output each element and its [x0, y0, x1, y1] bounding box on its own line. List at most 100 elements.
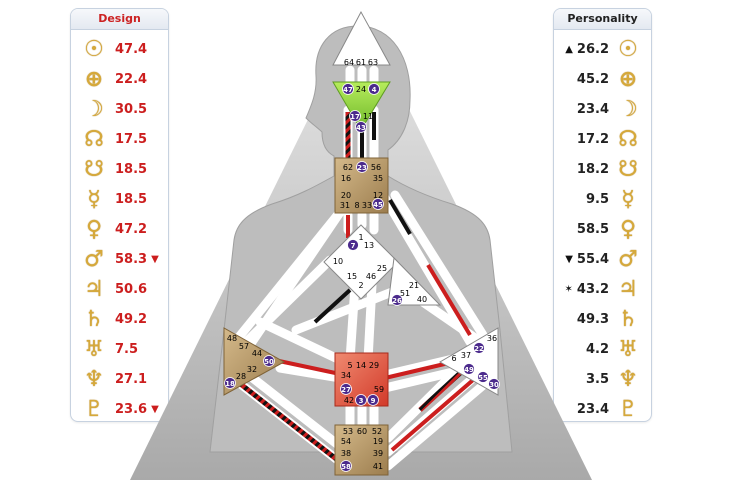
- personality-value: 17.2: [576, 131, 609, 147]
- personality-row: 49.3♄: [554, 304, 651, 334]
- venus-icon: ♀: [619, 216, 637, 242]
- gate-highlight: [368, 83, 380, 95]
- gate-4: 4: [372, 86, 377, 94]
- gate-26: 26: [392, 297, 402, 305]
- design-value: 58.3: [115, 251, 148, 267]
- personality-row: 4.2♅: [554, 334, 651, 364]
- personality-value: 43.2: [576, 281, 609, 297]
- personality-row: 3.5 ♆: [554, 364, 651, 394]
- design-value: 47.2: [115, 221, 148, 237]
- personality-marker: ✶: [564, 283, 573, 295]
- personality-row: 45.2⊕: [554, 64, 651, 94]
- personality-row: 23.4☽: [554, 94, 651, 124]
- pluto-icon: ♇: [618, 396, 638, 422]
- gate-highlight: [391, 294, 403, 306]
- gate-5: 5: [347, 361, 352, 370]
- design-value: 50.6: [115, 281, 148, 297]
- gate-2: 2: [358, 281, 363, 290]
- personality-value: 49.3: [576, 311, 609, 327]
- root-center: [334, 424, 389, 476]
- g-center: [323, 224, 399, 300]
- gate-24: 24: [356, 85, 366, 94]
- personality-marker: ▲: [565, 43, 573, 55]
- personality-value: 23.4: [576, 401, 609, 417]
- mars-icon: ♂: [84, 246, 104, 272]
- uranus-icon: ♅: [84, 336, 104, 362]
- gate-highlight: [263, 355, 275, 367]
- gate-3: 3: [359, 397, 364, 405]
- gate-32: 32: [247, 365, 257, 374]
- gate-44: 44: [252, 349, 262, 358]
- personality-value: 58.5: [576, 221, 609, 237]
- saturn-icon: ♄: [84, 306, 104, 332]
- gate-63: 63: [368, 58, 378, 67]
- neptune-icon: ♆: [618, 366, 638, 392]
- gate-15: 15: [347, 272, 357, 281]
- gate-35: 35: [373, 174, 383, 183]
- gate-highlight: [340, 383, 352, 395]
- gate-14: 14: [356, 361, 366, 370]
- gate-1: 1: [358, 233, 363, 242]
- gate-highlight: [372, 198, 384, 210]
- design-row: ♂58.3▼: [71, 244, 168, 274]
- design-rows: ☉47.4⊕22.4☽30.5☊17.5☋18.5☿18.5♀47.2♂58.3…: [71, 30, 168, 422]
- gate-45: 45: [373, 201, 383, 209]
- design-title: Design: [71, 9, 168, 30]
- personality-row: ▼55.4♂: [554, 244, 651, 274]
- personality-title: Personality: [554, 9, 651, 30]
- design-row: ♅7.5: [71, 334, 168, 364]
- gate-50: 50: [264, 358, 274, 366]
- gate-64: 64: [344, 58, 354, 67]
- personality-value: 23.4: [576, 101, 609, 117]
- heart-center: [387, 256, 442, 306]
- gate-20: 20: [341, 191, 351, 200]
- gate-61: 61: [356, 58, 366, 67]
- gate-25: 25: [377, 264, 387, 273]
- gate-31: 31: [340, 201, 350, 210]
- design-value: 18.5: [115, 161, 148, 177]
- gate-29: 29: [369, 361, 379, 370]
- venus-icon: ♀: [85, 216, 103, 242]
- design-value: 22.4: [115, 71, 148, 87]
- gate-48: 48: [227, 334, 237, 343]
- gate-36: 36: [487, 334, 497, 343]
- personality-value: 3.5: [585, 371, 609, 387]
- personality-row: 58.5 ♀: [554, 214, 651, 244]
- gate-57: 57: [239, 342, 249, 351]
- design-value: 17.5: [115, 131, 148, 147]
- neptune-icon: ♆: [84, 366, 104, 392]
- mercury-icon: ☿: [621, 186, 635, 212]
- gate-19: 19: [373, 437, 383, 446]
- personality-value: 55.4: [576, 251, 609, 267]
- earth-icon: ⊕: [84, 66, 104, 92]
- personality-row: ▲26.2☉: [554, 34, 651, 64]
- gate-60: 60: [357, 427, 367, 436]
- sun-icon: ☉: [84, 36, 104, 62]
- personality-value: 4.2: [585, 341, 609, 357]
- personality-value: 45.2: [576, 71, 609, 87]
- personality-value: 26.2: [576, 41, 609, 57]
- design-value: 18.5: [115, 191, 148, 207]
- gate-37: 37: [461, 351, 471, 360]
- south-node-icon: ☋: [618, 156, 638, 182]
- spleen-center: [223, 327, 286, 396]
- gate-52: 52: [372, 427, 382, 436]
- south-node-icon: ☋: [84, 156, 104, 182]
- gate-highlight: [340, 460, 352, 472]
- gate-16: 16: [341, 174, 351, 183]
- design-row: ♃50.6: [71, 274, 168, 304]
- personality-marker: ▼: [565, 253, 573, 265]
- gate-highlight: [342, 83, 354, 95]
- design-value: 27.1: [115, 371, 148, 387]
- gate-47: 47: [343, 86, 353, 94]
- gate-highlight: [473, 342, 485, 354]
- gate-9: 9: [371, 397, 376, 405]
- gate-highlight: [355, 121, 367, 133]
- gate-53: 53: [343, 427, 353, 436]
- moon-icon: ☽: [84, 96, 104, 122]
- gate-highlight: [477, 371, 489, 383]
- head-center: [332, 10, 391, 66]
- design-row: ♆ 27.1: [71, 364, 168, 394]
- design-value: 23.6: [115, 401, 148, 417]
